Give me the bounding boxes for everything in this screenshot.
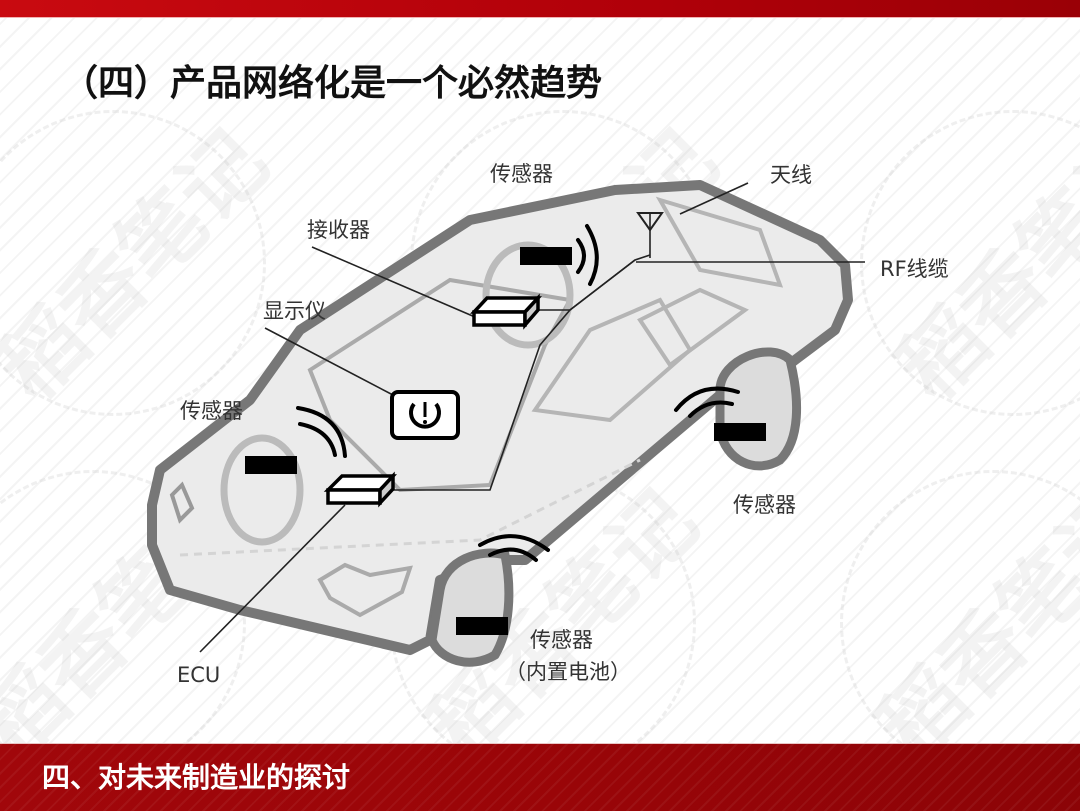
label-receiver: 接收器 xyxy=(307,218,370,242)
label-sensor-bottom: 传感器 xyxy=(530,628,593,652)
tpms-warning-icon xyxy=(390,390,460,440)
sensor-block-right xyxy=(714,423,766,441)
wheel-top xyxy=(482,241,574,349)
label-sensor-top: 传感器 xyxy=(490,162,553,186)
leader-ecu xyxy=(199,504,346,653)
wheel-front-left xyxy=(220,434,304,546)
signal-waves-top xyxy=(576,224,599,286)
signal-waves-left xyxy=(296,406,347,458)
leader-receiver xyxy=(311,246,476,318)
leader-display xyxy=(264,327,394,396)
label-ecu: ECU xyxy=(177,663,221,687)
footer-section-title: 四、对未来制造业的探讨 xyxy=(42,761,351,794)
ecu-box-icon xyxy=(323,471,398,508)
signal-waves-bottom xyxy=(478,534,550,562)
label-rf-cable: RF线缆 xyxy=(880,257,949,281)
receiver-box-icon xyxy=(469,293,543,330)
footer-banner: 四、对未来制造业的探讨 xyxy=(0,743,1080,811)
label-antenna: 天线 xyxy=(770,163,812,187)
label-sensor-right: 传感器 xyxy=(733,493,796,517)
signal-waves-right xyxy=(674,386,740,418)
wheel-rear-right xyxy=(715,347,801,471)
sensor-block-bottom xyxy=(456,617,508,635)
label-display: 显示仪 xyxy=(263,299,326,323)
top-banner xyxy=(0,0,1080,18)
label-sensor-left: 传感器 xyxy=(180,399,243,423)
label-sensor-bottom-note: （内置电池） xyxy=(505,660,631,684)
slide-title: （四）产品网络化是一个必然趋势 xyxy=(62,63,603,104)
sensor-block-left xyxy=(245,456,297,474)
sensor-block-top xyxy=(520,247,572,265)
